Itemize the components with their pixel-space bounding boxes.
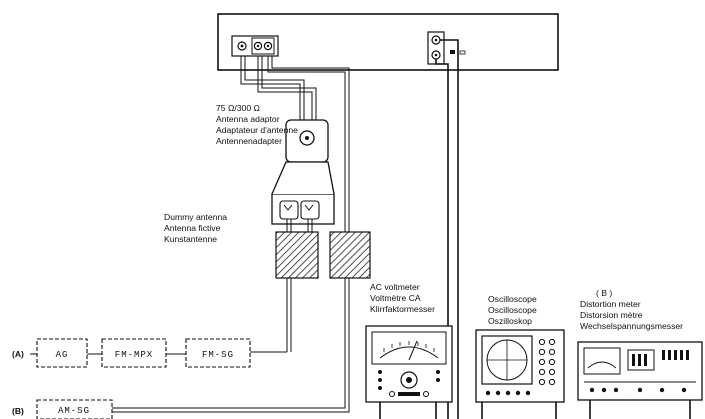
generator-row-b: (B) AM-SG [12, 399, 113, 419]
fm-sg-label: FM-SG [202, 350, 234, 360]
voltmeter-label: AC voltmeter Voltmètre CA Klirrfaktormes… [370, 282, 435, 314]
adaptor-label: 75 Ω/300 Ω Antenna adaptor Adaptateur d'… [216, 103, 298, 146]
oscilloscope-label-line-2: Oscilloscope [488, 305, 537, 315]
distortion-meter [577, 341, 703, 401]
oscilloscope-label-line-3: Oszilloskop [488, 316, 532, 326]
adaptor-label-line-4: Antennenadapter [216, 136, 282, 146]
receiver-unit [217, 13, 559, 71]
distortion-meter-label: ( B ) Distortion meter Distorsion mètre … [580, 288, 683, 331]
distortion-label-line-2: Distorsion mètre [580, 310, 643, 320]
dummy-label-line-3: Kunstantenne [164, 234, 217, 244]
am-sg-label: AM-SG [58, 406, 90, 416]
fm-mpx-label: FM-MPX [115, 350, 153, 360]
distortion-label-line-1: Distortion meter [580, 299, 641, 309]
row-b-tag: (B) [12, 406, 24, 416]
distortion-label-line-3: Wechselspannungsmesser [580, 321, 683, 331]
voltmeter-label-line-1: AC voltmeter [370, 282, 420, 292]
distortion-tag: ( B ) [596, 288, 612, 298]
dummy-label-line-2: Antenna fictive [164, 223, 221, 233]
adaptor-label-line-2: Antenna adaptor [216, 114, 280, 124]
oscilloscope-label: Oscilloscope Oscilloscope Oszilloskop [488, 294, 537, 326]
dummy-label-line-1: Dummy antenna [164, 212, 227, 222]
oscilloscope-label-line-1: Oscilloscope [488, 294, 537, 304]
voltmeter-label-line-3: Klirrfaktormesser [370, 304, 435, 314]
output-cables [379, 39, 691, 419]
dummy-antenna-left [275, 231, 319, 279]
adaptor-label-line-1: 75 Ω/300 Ω [216, 103, 260, 113]
adaptor-label-line-3: Adaptateur d'antenne [216, 125, 298, 135]
adaptor-cables [286, 219, 313, 232]
antenna-cables [240, 56, 350, 232]
dummy-antenna-right [329, 231, 371, 279]
generator-cables [112, 278, 350, 413]
voltmeter-label-line-2: Voltmètre CA [370, 293, 421, 303]
dummy-antenna-label: Dummy antenna Antenna fictive Kunstanten… [164, 212, 227, 244]
antenna-adaptor [271, 119, 335, 225]
oscilloscope [475, 329, 565, 403]
ag-label: AG [56, 350, 69, 360]
generator-row-a: (A) AG FM-MPX FM-SG [12, 338, 270, 368]
row-a-tag: (A) [12, 349, 24, 359]
ac-voltmeter [365, 325, 453, 403]
